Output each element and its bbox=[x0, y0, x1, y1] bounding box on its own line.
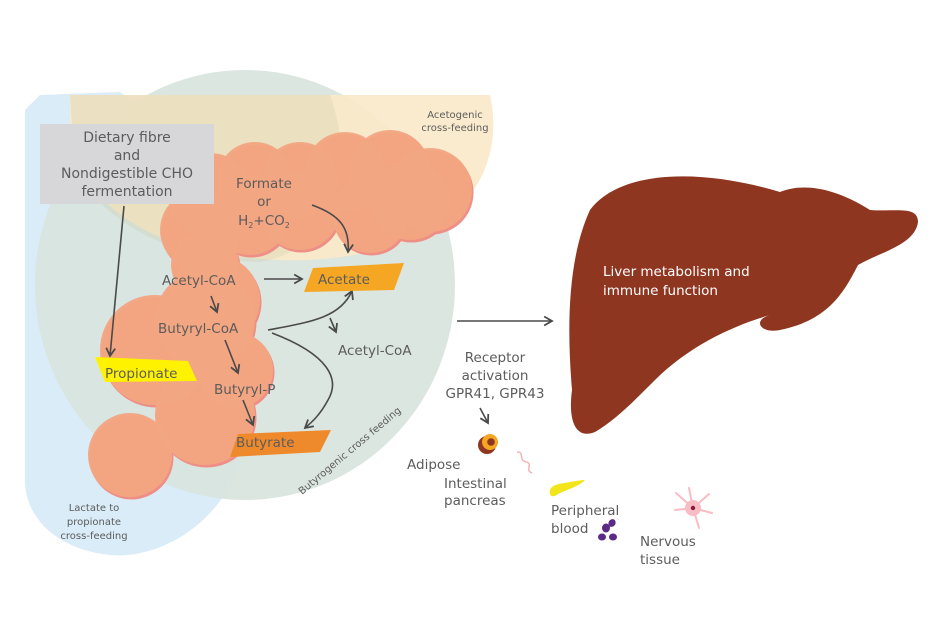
peripheral-line-1: Peripheral bbox=[551, 503, 619, 519]
formate-label: Formate or H2+CO2 bbox=[236, 176, 292, 230]
arrow-fibre-to-propionate bbox=[105, 205, 125, 358]
blood-cells-icon bbox=[598, 519, 617, 541]
lactate-label: Lactate to propionate cross-feeding bbox=[60, 503, 127, 542]
bacterium bbox=[155, 365, 255, 465]
formate-line-3: H2+CO2 bbox=[238, 213, 290, 230]
adipose-label: Adipose bbox=[407, 457, 461, 473]
intestinal-label: Intestinal pancreas bbox=[444, 476, 507, 509]
nervous-line-1: Nervous bbox=[640, 534, 696, 550]
arrow-butyrylcoa-to-butyrylp bbox=[224, 339, 241, 375]
acetyl-coa-label: Acetyl-CoA bbox=[162, 273, 236, 289]
liver-line-2: immune function bbox=[603, 283, 718, 299]
arrow-receptor-to-adipose bbox=[479, 407, 490, 425]
intestinal-line-1: Intestinal bbox=[444, 476, 507, 492]
nervous-line-2: tissue bbox=[640, 552, 680, 568]
bacteria-cluster bbox=[88, 130, 474, 500]
intestinal-line-2: pancreas bbox=[444, 493, 506, 509]
butyrate-label: Butyrate bbox=[236, 435, 295, 451]
propionate-tag bbox=[95, 357, 197, 382]
butyryl-p-label: Butyryl-P bbox=[214, 382, 275, 398]
source-box-text: Dietary fibre and Nondigestible CHO ferm… bbox=[61, 130, 193, 200]
acetogenic-label: Acetogenic cross-feeding bbox=[421, 110, 488, 134]
receptor-line-3: GPR41, GPR43 bbox=[446, 386, 545, 402]
pathway-arrows bbox=[105, 204, 554, 430]
peripheral-label: Peripheral blood bbox=[551, 503, 619, 537]
source-line-4: fermentation bbox=[81, 184, 172, 200]
acetyl-coa-2-label: Acetyl-CoA bbox=[338, 343, 412, 359]
source-line-1: Dietary fibre bbox=[83, 130, 171, 146]
receptor-line-2: activation bbox=[462, 368, 529, 384]
source-line-2: and bbox=[114, 148, 140, 164]
lactate-line-2: propionate bbox=[67, 517, 121, 528]
acetate-label: Acetate bbox=[318, 272, 370, 288]
intestine-icon bbox=[516, 451, 533, 474]
arrow-to-acetylcoa2 bbox=[328, 317, 338, 334]
arrow-butyrylcoa-to-butyrate bbox=[271, 332, 334, 430]
pancreas-icon bbox=[549, 480, 585, 497]
bacterium bbox=[88, 413, 172, 497]
receptor-label: Receptor activation GPR41, GPR43 bbox=[446, 350, 545, 402]
arrow-acetylcoa-to-butyrylcoa bbox=[209, 295, 220, 314]
source-box bbox=[40, 124, 214, 204]
liver-shape bbox=[569, 176, 918, 434]
lactate-line-1: Lactate to bbox=[69, 503, 120, 514]
formate-line-2: or bbox=[257, 194, 271, 210]
receptor-line-1: Receptor bbox=[465, 350, 526, 366]
butyrate-tag bbox=[230, 430, 331, 457]
peripheral-line-2: blood bbox=[551, 521, 588, 537]
arrow-formate-to-acetate bbox=[311, 204, 354, 254]
neuron-icon bbox=[674, 487, 713, 529]
liver-label: Liver metabolism and immune function bbox=[603, 264, 750, 299]
acetate-tag bbox=[304, 263, 404, 292]
acetogenic-line-2: cross-feeding bbox=[421, 123, 488, 134]
source-line-3: Nondigestible CHO bbox=[61, 166, 193, 182]
propionate-label: Propionate bbox=[105, 366, 177, 382]
formate-line-1: Formate bbox=[236, 176, 292, 192]
bacterium bbox=[332, 177, 408, 253]
arrow-butyrylp-to-butyrate bbox=[242, 399, 256, 427]
arrow-butyrylcoa-to-acetate bbox=[267, 289, 354, 331]
lactate-line-3: cross-feeding bbox=[60, 531, 127, 542]
butyryl-coa-label: Butyryl-CoA bbox=[158, 321, 239, 337]
adipose-icon bbox=[478, 434, 498, 454]
acetogenic-line-1: Acetogenic bbox=[427, 110, 482, 121]
liver-line-1: Liver metabolism and bbox=[603, 264, 750, 280]
nervous-label: Nervous tissue bbox=[640, 534, 696, 568]
